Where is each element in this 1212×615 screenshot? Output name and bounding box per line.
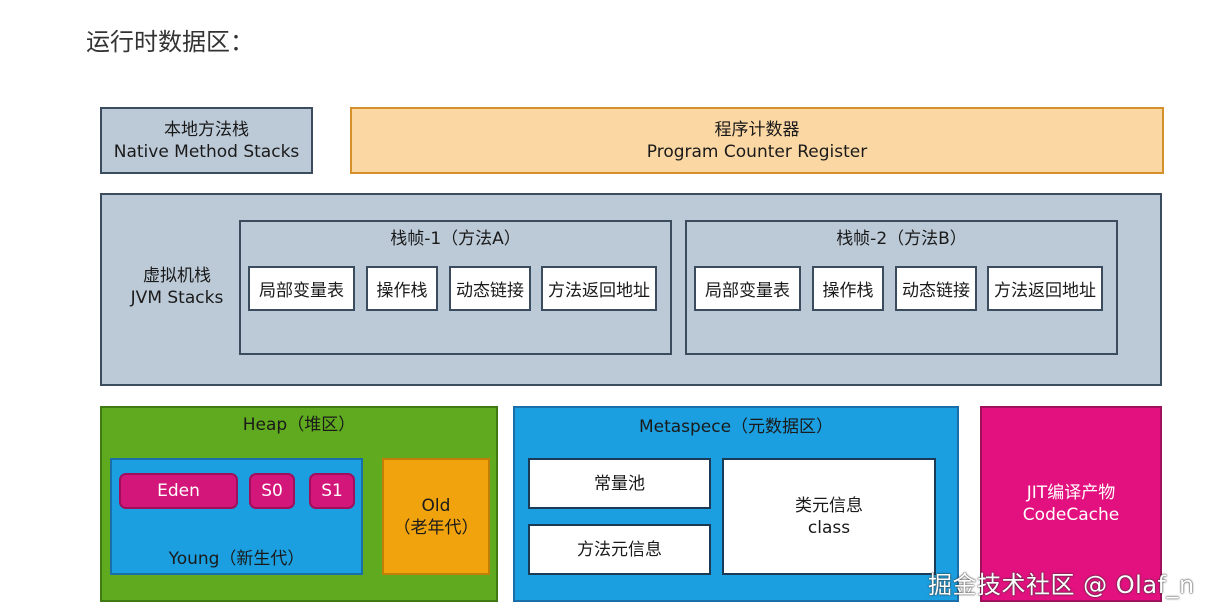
- class-metadata-label-en: class: [807, 517, 851, 538]
- heap-title: Heap（堆区）: [242, 415, 356, 435]
- young-generation-label: Young（新生代）: [168, 549, 305, 569]
- old-generation-box: Old （老年代）: [382, 458, 490, 575]
- page-title: 运行时数据区：: [86, 28, 254, 56]
- class-metadata-box: 类元信息 class: [722, 458, 936, 575]
- jit-codecache-box: JIT编译产物 CodeCache: [980, 406, 1162, 602]
- frame-2-operand-stack: 操作栈: [812, 266, 884, 311]
- eden-space: Eden: [119, 473, 238, 509]
- jit-label-en: CodeCache: [1022, 505, 1120, 525]
- watermark-text: 掘金技术社区 @ Olaf_n: [928, 571, 1195, 599]
- old-generation-label-cn: （老年代）: [393, 517, 479, 538]
- frame-2-local-variable-table: 局部变量表: [694, 266, 801, 311]
- frame-2-return-address: 方法返回地址: [987, 266, 1103, 311]
- metaspace-title: Metaspece（元数据区）: [638, 417, 834, 437]
- frame-2-dynamic-linking: 动态链接: [895, 266, 977, 311]
- survivor-s1: S1: [309, 473, 355, 509]
- frame-1-local-variable-table: 局部变量表: [248, 266, 355, 311]
- constant-pool-box: 常量池: [528, 458, 711, 509]
- native-method-stacks-label-en: Native Method Stacks: [113, 141, 300, 162]
- class-metadata-label-cn: 类元信息: [795, 495, 863, 516]
- program-counter-label-en: Program Counter Register: [646, 141, 868, 162]
- native-method-stacks-label-cn: 本地方法栈: [164, 119, 249, 140]
- native-method-stacks-box: 本地方法栈 Native Method Stacks: [100, 107, 313, 174]
- program-counter-label-cn: 程序计数器: [714, 119, 800, 140]
- program-counter-box: 程序计数器 Program Counter Register: [350, 107, 1164, 174]
- jvm-stacks-label: 虚拟机栈 JVM Stacks: [118, 262, 236, 312]
- old-generation-label-en: Old: [421, 495, 451, 516]
- stack-frame-1-title: 栈帧-1（方法A）: [390, 229, 521, 249]
- frame-1-dynamic-linking: 动态链接: [449, 266, 531, 311]
- jit-label-cn: JIT编译产物: [1026, 483, 1116, 503]
- method-metadata-box: 方法元信息: [528, 524, 711, 575]
- frame-1-return-address: 方法返回地址: [541, 266, 657, 311]
- jvm-stacks-label-en: JVM Stacks: [130, 288, 224, 308]
- stack-frame-2-title: 栈帧-2（方法B）: [836, 229, 967, 249]
- frame-1-operand-stack: 操作栈: [366, 266, 438, 311]
- jvm-stacks-label-cn: 虚拟机栈: [143, 266, 211, 286]
- survivor-s0: S0: [249, 473, 295, 509]
